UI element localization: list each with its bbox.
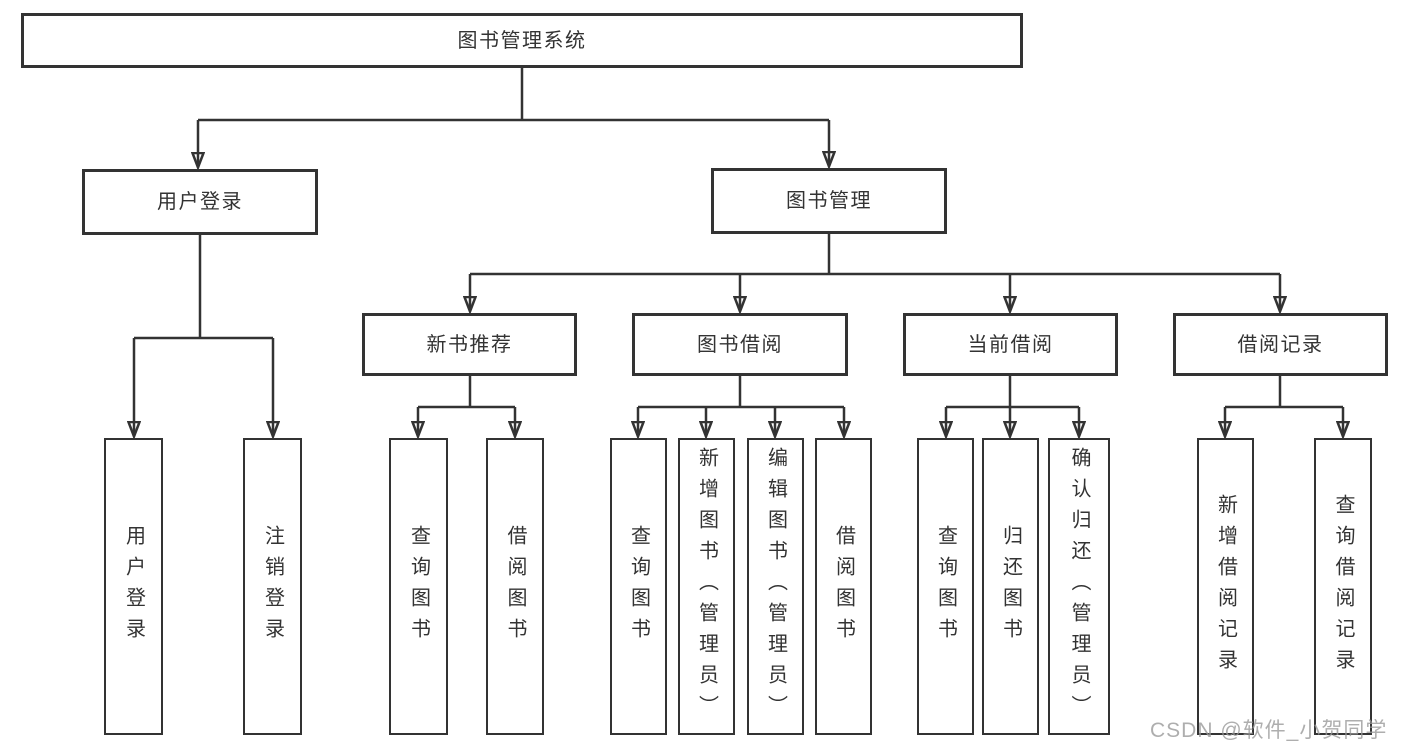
leaf-add-books-admin: 新增图书（管理员） (678, 438, 735, 735)
current-borrow-split-line (946, 374, 1079, 409)
node-user-login: 用户登录 (82, 169, 318, 235)
leaf-borrow-books: 借阅图书 (815, 438, 872, 735)
book-borrow-split-line (638, 374, 844, 409)
node-root-system: 图书管理系统 (21, 13, 1023, 68)
leaf-user-login: 用户登录 (104, 438, 163, 735)
leaf-query-borrow-record: 查询借阅记录 (1314, 438, 1372, 735)
node-book-borrow: 图书借阅 (632, 313, 848, 376)
arrow-lines (134, 120, 1343, 435)
leaf-edit-books-admin: 编辑图书（管理员） (747, 438, 804, 735)
csdn-watermark: CSDN @软件_小贺同学 (1150, 719, 1388, 742)
node-current-borrow: 当前借阅 (903, 313, 1118, 376)
node-new-book-recommend: 新书推荐 (362, 313, 577, 376)
leaf-confirm-return-admin: 确认归还（管理员） (1048, 438, 1110, 735)
leaf-query-books-current: 查询图书 (917, 438, 974, 735)
leaf-return-books: 归还图书 (982, 438, 1039, 735)
node-book-management: 图书管理 (711, 168, 947, 234)
node-borrow-records: 借阅记录 (1173, 313, 1388, 376)
book-management-split-line (470, 232, 1280, 276)
leaf-query-books-recommend: 查询图书 (389, 438, 448, 735)
leaf-logout: 注销登录 (243, 438, 302, 735)
leaf-add-borrow-record: 新增借阅记录 (1197, 438, 1254, 735)
spine-lines (134, 67, 1343, 409)
borrow-records-split-line (1225, 374, 1343, 409)
leaf-query-books-borrow: 查询图书 (610, 438, 667, 735)
leaf-borrow-books-recommend: 借阅图书 (486, 438, 544, 735)
new-book-split-line (418, 374, 515, 409)
user-login-split-line (134, 233, 273, 340)
root-split-line (198, 67, 829, 122)
